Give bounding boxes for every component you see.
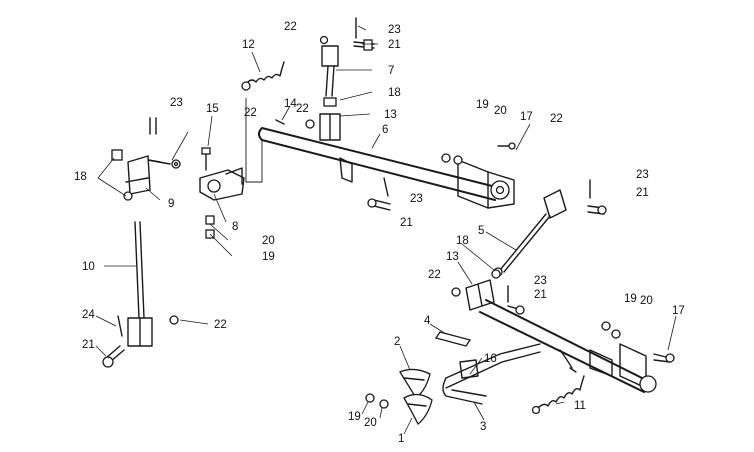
callout-22-spring: 22 <box>244 107 257 119</box>
leader-lines <box>95 25 677 435</box>
callout-22-right: 22 <box>550 113 563 125</box>
lever-bracket <box>199 98 263 201</box>
callout-1: 1 <box>398 433 404 445</box>
callout-18-left: 18 <box>74 171 87 183</box>
callout-18-upper: 18 <box>388 87 401 99</box>
callout-22-left: 22 <box>214 319 227 331</box>
callout-20-lower: 20 <box>364 417 377 429</box>
callout-21-lower: 21 <box>534 289 547 301</box>
callout-12: 12 <box>242 39 255 51</box>
callout-23-left: 23 <box>170 97 183 109</box>
callout-16: 16 <box>484 353 497 365</box>
callout-21-left: 21 <box>82 339 95 351</box>
pedal-assembly <box>399 343 541 426</box>
callout-11: 11 <box>574 400 586 412</box>
callout-17-lower: 17 <box>672 305 685 317</box>
callout-8: 8 <box>232 221 238 233</box>
callout-21-top: 21 <box>388 39 401 51</box>
callout-20-upper: 20 <box>494 105 507 117</box>
callout-7: 7 <box>388 65 394 77</box>
callout-9: 9 <box>168 198 174 210</box>
callout-10: 10 <box>82 261 95 273</box>
callout-3: 3 <box>480 421 486 433</box>
nuts-and-washers <box>169 35 621 409</box>
callout-23-top: 23 <box>388 24 401 36</box>
callout-13-upper: 13 <box>384 109 397 121</box>
callout-21-middle: 21 <box>400 217 413 229</box>
lower-cross-shaft <box>479 299 657 393</box>
callout-13-lower: 13 <box>446 251 459 263</box>
callout-labels: 1 2 3 4 5 6 7 8 9 10 11 12 13 13 14 15 1… <box>74 21 685 445</box>
callout-5: 5 <box>478 225 484 237</box>
callout-23-lower: 23 <box>534 275 547 287</box>
callout-15: 15 <box>206 103 219 115</box>
callout-22-top: 22 <box>284 21 297 33</box>
lower-clevis <box>465 279 495 311</box>
upper-cross-shaft <box>258 127 515 209</box>
callout-18-middle: 18 <box>456 235 469 247</box>
callout-19-left: 19 <box>262 251 275 263</box>
callout-23-right: 23 <box>636 169 649 181</box>
callout-22-lower: 22 <box>428 269 441 281</box>
shim-plate <box>434 331 472 347</box>
callout-20-left: 20 <box>262 235 275 247</box>
callout-23-middle: 23 <box>410 193 423 205</box>
callout-4: 4 <box>424 315 431 327</box>
vertical-link-rod <box>127 221 153 347</box>
callout-19-lower: 19 <box>348 411 361 423</box>
clevis-rod <box>319 45 341 141</box>
callout-21-right: 21 <box>636 187 649 199</box>
callout-2: 2 <box>394 336 400 348</box>
callout-19-upper: 19 <box>476 99 489 111</box>
callout-19-right: 19 <box>624 293 637 305</box>
link-rod <box>493 189 567 277</box>
callout-22-middle: 22 <box>296 103 309 115</box>
lower-return-spring <box>531 375 585 415</box>
callout-20-right: 20 <box>640 295 653 307</box>
callout-14: 14 <box>284 98 297 110</box>
callout-17-upper: 17 <box>520 111 533 123</box>
callout-6: 6 <box>382 124 388 136</box>
upper-return-spring <box>241 61 285 91</box>
callout-23-bottom-left: 24 <box>82 309 95 321</box>
